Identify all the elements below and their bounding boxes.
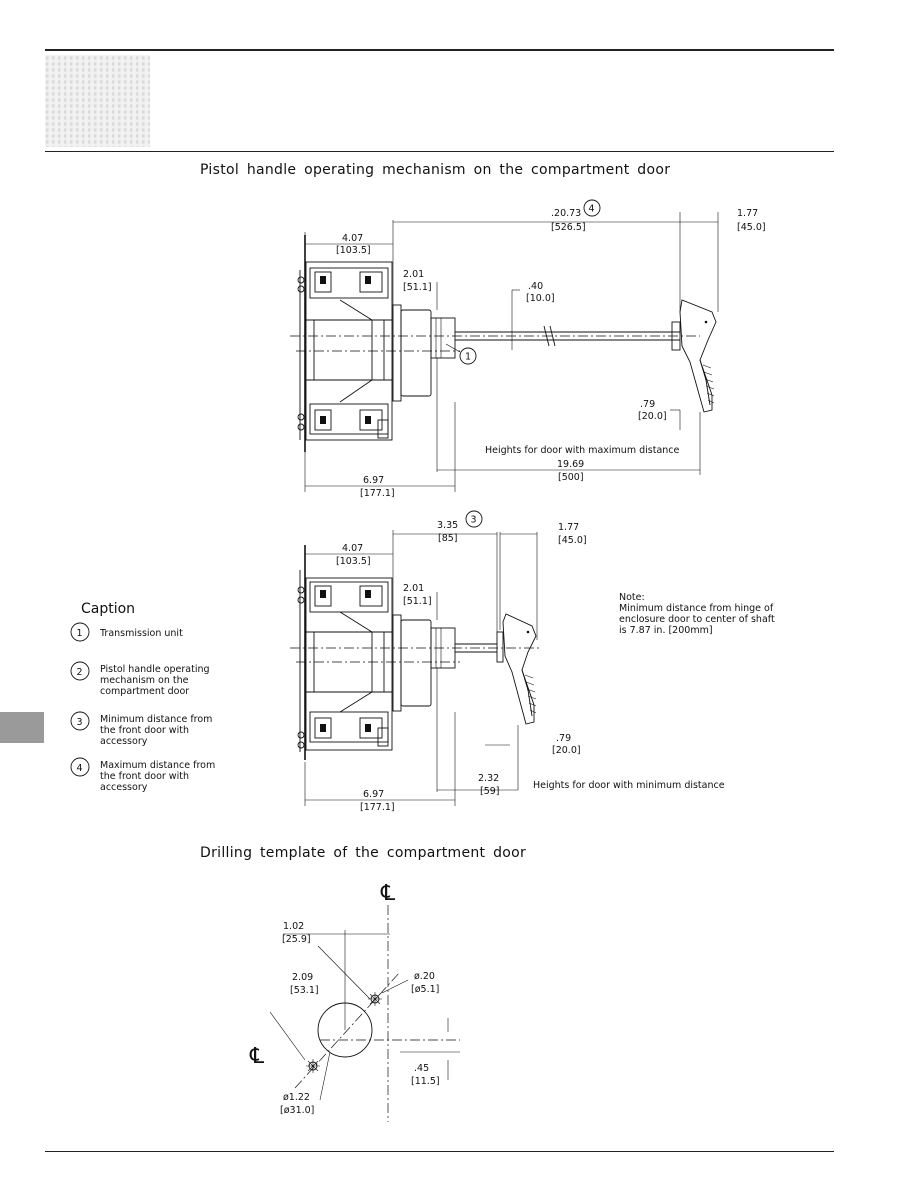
dim-2-09-value: 2.09 <box>292 972 313 983</box>
dim-min-4-07-value: 4.07 <box>342 543 363 554</box>
dim-2-01-value: 2.01 <box>403 269 424 280</box>
dim-min-1-77-metric: [45.0] <box>558 535 587 546</box>
section-tab-marker <box>0 712 44 743</box>
dim-hole-122-metric: [ø31.0] <box>280 1105 314 1116</box>
dim-1-02-metric: [25.9] <box>282 934 311 945</box>
heights-min-label: Heights for door with minimum distance <box>533 780 725 791</box>
callout-4-icon <box>583 199 601 217</box>
dim-min-0-79-metric: [20.0] <box>552 745 581 756</box>
dim-0-79-metric: [20.0] <box>638 411 667 422</box>
dim-3-35-metric: [85] <box>438 533 458 544</box>
dim-min-0-79-value: .79 <box>556 733 571 744</box>
dim-3-35-value: 3.35 <box>437 520 458 531</box>
dim-1-02-value: 1.02 <box>283 921 304 932</box>
dim-2-01-metric: [51.1] <box>403 282 432 293</box>
note-heading: Note: <box>619 592 645 603</box>
dim-2-09-metric: [53.1] <box>290 985 319 996</box>
drilling-template: ℄ ℄ 1.02 [25.9] 2.09 [53.1] ø.20 [ø5.1] … <box>249 881 460 1122</box>
minimum-distance-note: Note: Minimum distance from hinge of enc… <box>619 592 775 636</box>
caption-4-num: 4 <box>77 763 83 774</box>
note-line-2: enclosure door to center of shaft <box>619 614 775 625</box>
pistol-handle-bottom <box>496 613 537 725</box>
caption-3-icon <box>70 711 90 731</box>
dim-min-4-07-metric: [103.5] <box>336 556 371 567</box>
dim-19-69-value: 19.69 <box>557 459 584 470</box>
note-line-1: Minimum distance from hinge of <box>619 603 774 614</box>
footer-rule <box>45 1151 834 1152</box>
dim-min-6-97-metric: [177.1] <box>360 802 395 813</box>
dim-2-32-value: 2.32 <box>478 773 499 784</box>
section-title-drilling-template: Drilling template of the compartment doo… <box>200 845 527 861</box>
header-bottom-rule <box>45 151 834 152</box>
caption-title: Caption <box>81 601 135 617</box>
dim-4-07-metric: [103.5] <box>336 245 371 256</box>
dim-19-69-metric: [500] <box>558 472 584 483</box>
centerline-symbol-vertical: ℄ <box>380 881 396 906</box>
caption-1-num: 1 <box>77 628 83 639</box>
caption-4-line-1: Maximum distance from <box>100 760 215 771</box>
callout-3-label: 3 <box>471 515 477 526</box>
dim-0-79-value: .79 <box>640 399 655 410</box>
dim-6-97-value: 6.97 <box>363 475 384 486</box>
dim-1-77-value: 1.77 <box>737 208 758 219</box>
dim-min-1-77-value: 1.77 <box>558 522 579 533</box>
dim-20-73-value: .20.73 <box>551 208 581 219</box>
caption-3-line-3: accessory <box>100 736 148 747</box>
dim-min-2-01-metric: [51.1] <box>403 596 432 607</box>
dim-hole-122-value: ø1.22 <box>283 1092 310 1103</box>
note-line-3: is 7.87 in. [200mm] <box>619 625 713 636</box>
caption-3-line-2: the front door with <box>100 725 189 736</box>
caption-2-line-3: compartment door <box>100 686 189 697</box>
caption-1-line-1: Transmission unit <box>99 628 183 639</box>
dim-min-2-01-value: 2.01 <box>403 583 424 594</box>
header-dot-pattern <box>45 55 150 147</box>
dim-hole-020-value: ø.20 <box>414 971 435 982</box>
heights-max-label: Heights for door with maximum distance <box>485 445 680 456</box>
dim-0-40-metric: [10.0] <box>526 293 555 304</box>
shaft-hole-icon <box>317 1002 373 1058</box>
caption-2-icon <box>70 661 90 681</box>
centerline-symbol-diagonal: ℄ <box>249 1044 265 1069</box>
caption-2-num: 2 <box>77 667 83 678</box>
dim-min-6-97-value: 6.97 <box>363 789 384 800</box>
pistol-handle-top <box>671 299 717 413</box>
dim-0-40-value: .40 <box>528 281 543 292</box>
screw-hole-upper-icon <box>368 992 382 1006</box>
mounting-screws-top <box>297 276 305 431</box>
caption-4-line-2: the front door with <box>100 771 189 782</box>
section-title-pistol-handle: Pistol handle operating mechanism on the… <box>200 162 671 178</box>
caption-3-num: 3 <box>77 717 83 728</box>
dim-6-97-metric: [177.1] <box>360 488 395 499</box>
view-maximum-distance: .20.73 [526.5] 4 1.77 [45.0] 4.07 [103.5… <box>290 199 766 499</box>
caption-3-line-1: Minimum distance from <box>100 714 212 725</box>
caption-2-line-2: mechanism on the <box>100 675 189 686</box>
dim-hole-020-metric: [ø5.1] <box>411 984 439 995</box>
callout-3-icon <box>465 510 483 528</box>
dim-0-45-value: .45 <box>414 1063 429 1074</box>
caption-4-icon <box>70 757 90 777</box>
header-top-rule <box>45 49 834 51</box>
dim-4-07-value: 4.07 <box>342 233 363 244</box>
dim-2-32-metric: [59] <box>480 786 500 797</box>
mechanism-detail-top <box>314 271 389 439</box>
callout-1-icon <box>459 347 477 365</box>
screw-hole-lower-icon <box>306 1059 320 1073</box>
callout-1-label: 1 <box>465 352 471 363</box>
dim-1-77-metric: [45.0] <box>737 222 766 233</box>
dim-20-73-metric: [526.5] <box>551 222 586 233</box>
caption-1-icon <box>70 622 90 642</box>
caption-4-line-3: accessory <box>100 782 148 793</box>
caption-legend: Caption 1 Transmission unit 2 Pistol han… <box>70 601 215 793</box>
dim-0-45-metric: [11.5] <box>411 1076 440 1087</box>
caption-2-line-1: Pistol handle operating <box>100 664 210 675</box>
view-minimum-distance: 3.35 [85] 3 1.77 [45.0] 4.07 [103.5] 2.0… <box>290 510 775 813</box>
callout-4-label: 4 <box>589 204 595 215</box>
